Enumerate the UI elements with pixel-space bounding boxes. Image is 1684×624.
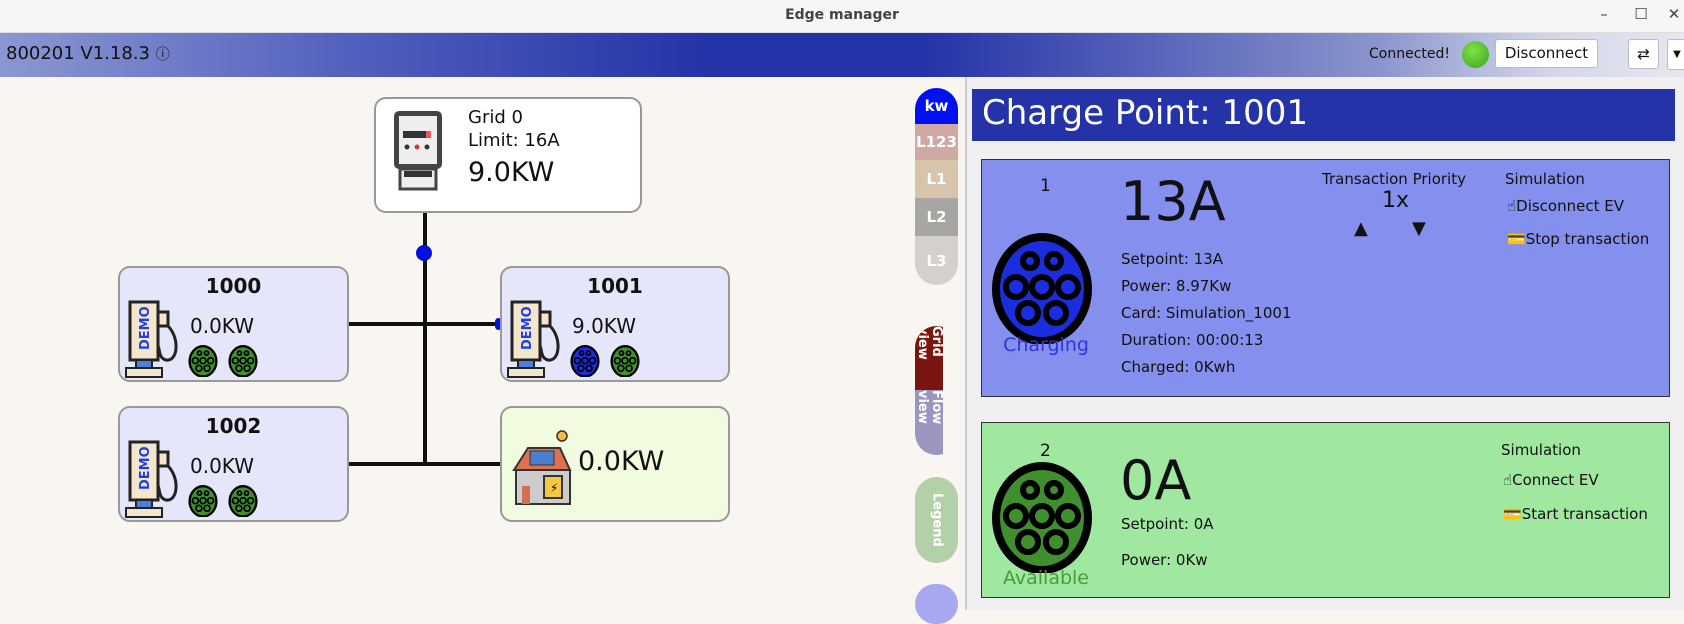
grid-limit: Limit: 16A	[468, 130, 560, 151]
charger-node-1002[interactable]: 1002 DEMO 0.0KW	[118, 406, 349, 522]
plug-icon: ☝	[1507, 197, 1517, 215]
action-label: Disconnect EV	[1516, 197, 1624, 215]
connector-number: 1	[1040, 176, 1051, 196]
connector-available-icon[interactable]	[228, 345, 258, 381]
connector-available-icon[interactable]	[228, 485, 258, 521]
flow-view-button[interactable]: Flow view	[915, 390, 944, 455]
charger-node-1000[interactable]: 1000 DEMO 0.0KW	[118, 266, 349, 382]
priority-value: 1x	[1382, 188, 1410, 213]
simulation-label: Simulation	[1505, 170, 1585, 188]
priority-up-icon[interactable]: ▲	[1354, 218, 1368, 239]
disconnect-button[interactable]: Disconnect	[1495, 39, 1598, 68]
simulation-action-start-transaction[interactable]: 💳Start transaction	[1503, 505, 1648, 523]
simulation-action-disconnect-ev[interactable]: ☝Disconnect EV	[1507, 197, 1624, 215]
charger-power: 9.0KW	[572, 314, 636, 338]
grid-node[interactable]: Grid 0 Limit: 16A 9.0KW	[374, 97, 642, 213]
connector-info-line: Power: 0Kw	[1121, 551, 1208, 569]
connector-available-icon[interactable]	[610, 345, 640, 381]
app-header: 800201 V1.18.3 ⓘ Connected! Disconnect ⇄…	[0, 33, 1684, 77]
svg-text:⚡: ⚡	[550, 481, 558, 495]
dropdown-arrow-icon[interactable]: ▼	[1667, 39, 1684, 70]
charger-id: 1002	[205, 414, 262, 438]
connector-card-1: 1 Charging 13A Setpoint: 13A Power: 8.97Kw…	[981, 159, 1670, 397]
action-label: Start transaction	[1521, 505, 1648, 523]
bus-line-top	[349, 322, 500, 326]
charger-link-dot	[495, 318, 502, 330]
bus-line-bottom	[349, 462, 500, 466]
svg-text:DEMO: DEMO	[138, 306, 153, 350]
connector-number: 2	[1040, 441, 1051, 461]
charger-icon: DEMO	[124, 298, 180, 382]
connector-status: Charging	[1003, 334, 1089, 356]
meter-icon	[394, 111, 442, 191]
connector-available-icon[interactable]	[188, 345, 218, 381]
charge-point-title: Charge Point: 1001	[972, 89, 1675, 141]
simulation-action-stop-transaction[interactable]: 💳Stop transaction	[1507, 230, 1649, 248]
connector-info-line: Power: 8.97Kw	[1121, 277, 1232, 295]
connector-info-line: Duration: 00:00:13	[1121, 331, 1264, 349]
connector-card-2: 2 Available 0A Setpoint: 0A Power: 0Kw Simu…	[981, 422, 1670, 598]
close-icon[interactable]: ✕	[1667, 5, 1681, 23]
connector-current: 0A	[1120, 449, 1192, 512]
connector-info-line: Setpoint: 13A	[1121, 250, 1224, 268]
connector-charging-icon	[992, 232, 1092, 348]
unit-l2-button[interactable]: L2	[915, 198, 958, 236]
charger-icon: DEMO	[124, 438, 180, 522]
bus-line-vertical	[423, 213, 427, 466]
action-label: Connect EV	[1512, 471, 1599, 489]
info-icon[interactable]: ⓘ	[155, 47, 170, 63]
grid-power: 9.0KW	[468, 157, 555, 188]
charger-id: 1001	[587, 274, 643, 298]
legend-button[interactable]: Legend	[915, 477, 958, 563]
connector-available-icon	[992, 461, 1092, 577]
minimize-icon[interactable]: –	[1600, 5, 1608, 23]
connector-status: Available	[1002, 567, 1089, 589]
maximize-icon[interactable]: ☐	[1634, 5, 1648, 23]
charger-power: 0.0KW	[190, 454, 254, 478]
grid-junction-dot	[416, 245, 432, 261]
priority-label: Transaction Priority	[1322, 170, 1466, 188]
connector-info-line: Charged: 0Kwh	[1121, 358, 1236, 376]
connection-status: Connected!	[1369, 46, 1450, 62]
action-label: Stop transaction	[1525, 230, 1650, 248]
svg-text:DEMO: DEMO	[520, 306, 535, 350]
switch-user-icon[interactable]: ⇄	[1628, 39, 1659, 69]
card-icon: 💳	[1503, 505, 1522, 523]
priority-down-icon[interactable]: ▼	[1412, 218, 1426, 239]
charger-icon: DEMO	[506, 298, 562, 382]
solar-power: 0.0KW	[578, 446, 665, 477]
card-icon: 💳	[1507, 230, 1526, 248]
connector-available-icon[interactable]	[188, 485, 218, 521]
unit-l1-button[interactable]: L1	[915, 160, 958, 198]
unit-l3-button[interactable]: L3	[915, 236, 958, 285]
solar-node[interactable]: ⚡ 0.0KW	[500, 406, 730, 522]
window-titlebar: Edge manager – ☐ ✕	[0, 0, 1684, 33]
window-title: Edge manager	[785, 7, 899, 23]
connector-current: 13A	[1120, 170, 1226, 233]
simulation-label: Simulation	[1501, 441, 1581, 459]
unit-selector: kw L123 L1 L2 L3	[915, 88, 958, 285]
view-selector: Grid view Flow view	[915, 326, 958, 455]
svg-text:DEMO: DEMO	[138, 446, 153, 490]
plug-icon: ☝	[1503, 471, 1513, 489]
charger-node-1001[interactable]: 1001 DEMO 9.0KW	[500, 266, 730, 382]
grid-view-button[interactable]: Grid view	[915, 326, 944, 390]
solar-house-icon: ⚡	[512, 430, 572, 505]
connector-info-line: Card: Simulation_1001	[1121, 304, 1292, 322]
connector-charging-icon[interactable]	[570, 345, 600, 381]
status-indicator-icon	[1462, 41, 1489, 68]
charger-power: 0.0KW	[190, 314, 254, 338]
grid-name: Grid 0	[468, 107, 523, 128]
charger-id: 1000	[205, 274, 262, 298]
unit-kw-button[interactable]: kw	[915, 88, 958, 124]
version-text: 800201 V1.18.3	[6, 43, 150, 64]
simulation-action-connect-ev[interactable]: ☝Connect EV	[1503, 471, 1599, 489]
version-label: 800201 V1.18.3 ⓘ	[6, 43, 170, 64]
extra-sidebar-button[interactable]	[915, 584, 958, 624]
connector-info-line: Setpoint: 0A	[1121, 515, 1214, 533]
unit-l123-button[interactable]: L123	[915, 124, 958, 160]
